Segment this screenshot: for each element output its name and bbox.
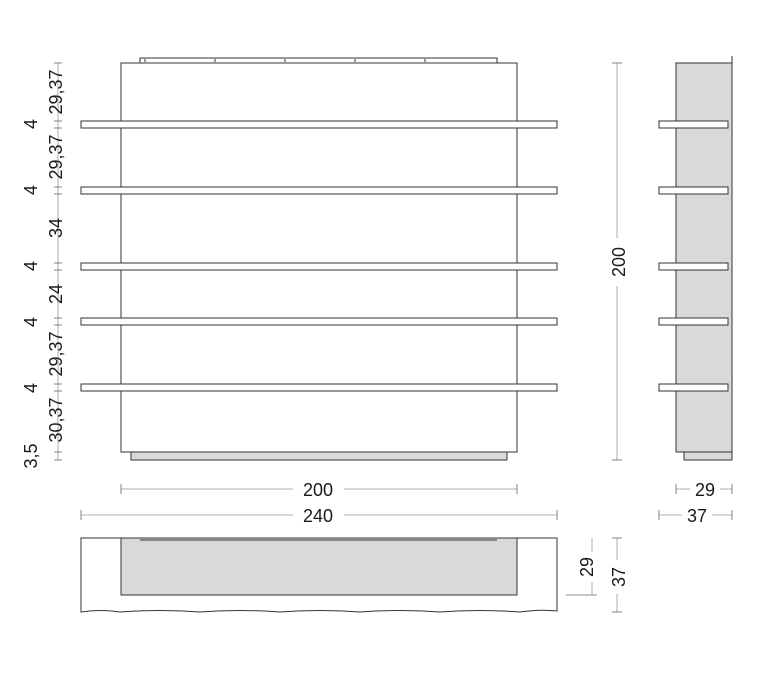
front-shelf-3 xyxy=(80,262,558,271)
width-overall-dimension: 240 xyxy=(80,506,558,526)
plan-depth-dimensions: 29 37 xyxy=(566,537,629,613)
side-shelf-4 xyxy=(658,317,729,326)
plan-outline xyxy=(80,537,558,613)
front-view xyxy=(80,57,558,461)
shelf-thickness-3: 4 xyxy=(21,261,41,271)
plan-body xyxy=(120,537,518,596)
dim-segment-4: 24 xyxy=(46,284,66,304)
shelf-thickness-1: 4 xyxy=(21,119,41,129)
dim-side-depth-overall: 37 xyxy=(687,506,707,526)
front-shelf-5 xyxy=(80,383,558,392)
shelf-thickness-2: 4 xyxy=(21,185,41,195)
dim-plan-depth-overall: 37 xyxy=(609,567,629,587)
width-inner-dimension: 200 xyxy=(120,480,518,500)
side-shelf-3 xyxy=(658,262,729,271)
dim-side-depth-inner: 29 xyxy=(695,480,715,500)
dim-segment-2: 29,37 xyxy=(46,134,66,179)
front-shelf-4 xyxy=(80,317,558,326)
dim-segment-3: 34 xyxy=(46,218,66,238)
side-view xyxy=(658,56,733,461)
shelf-thickness-4: 4 xyxy=(21,317,41,327)
side-shelf-5 xyxy=(658,383,729,392)
dim-width-inner: 200 xyxy=(303,480,333,500)
front-shelf-2 xyxy=(80,186,558,195)
height-dimension: 200 xyxy=(607,62,629,461)
side-shelf-2 xyxy=(658,186,729,195)
dim-width-overall: 240 xyxy=(303,506,333,526)
side-shelf-1 xyxy=(658,120,729,129)
plan-view xyxy=(80,537,558,613)
shelf-thickness-5: 4 xyxy=(21,383,41,393)
left-dimension-chain: 29,37 29,37 34 24 29,37 30,37 3,5 4 4 4 … xyxy=(21,62,66,469)
dim-plan-depth-inner: 29 xyxy=(577,557,597,577)
dim-segment-6: 30,37 xyxy=(46,397,66,442)
front-base xyxy=(130,451,508,461)
front-top-cap-marks xyxy=(144,59,426,62)
side-depth-dimensions: 29 37 xyxy=(658,480,733,526)
front-top-cap xyxy=(139,57,498,64)
dim-segment-5: 29,37 xyxy=(46,331,66,376)
side-base xyxy=(683,451,733,461)
front-shelf-1 xyxy=(80,120,558,129)
dim-segment-1: 29,37 xyxy=(46,69,66,114)
dim-height-total: 200 xyxy=(609,247,629,277)
dim-segment-7: 3,5 xyxy=(21,443,41,468)
